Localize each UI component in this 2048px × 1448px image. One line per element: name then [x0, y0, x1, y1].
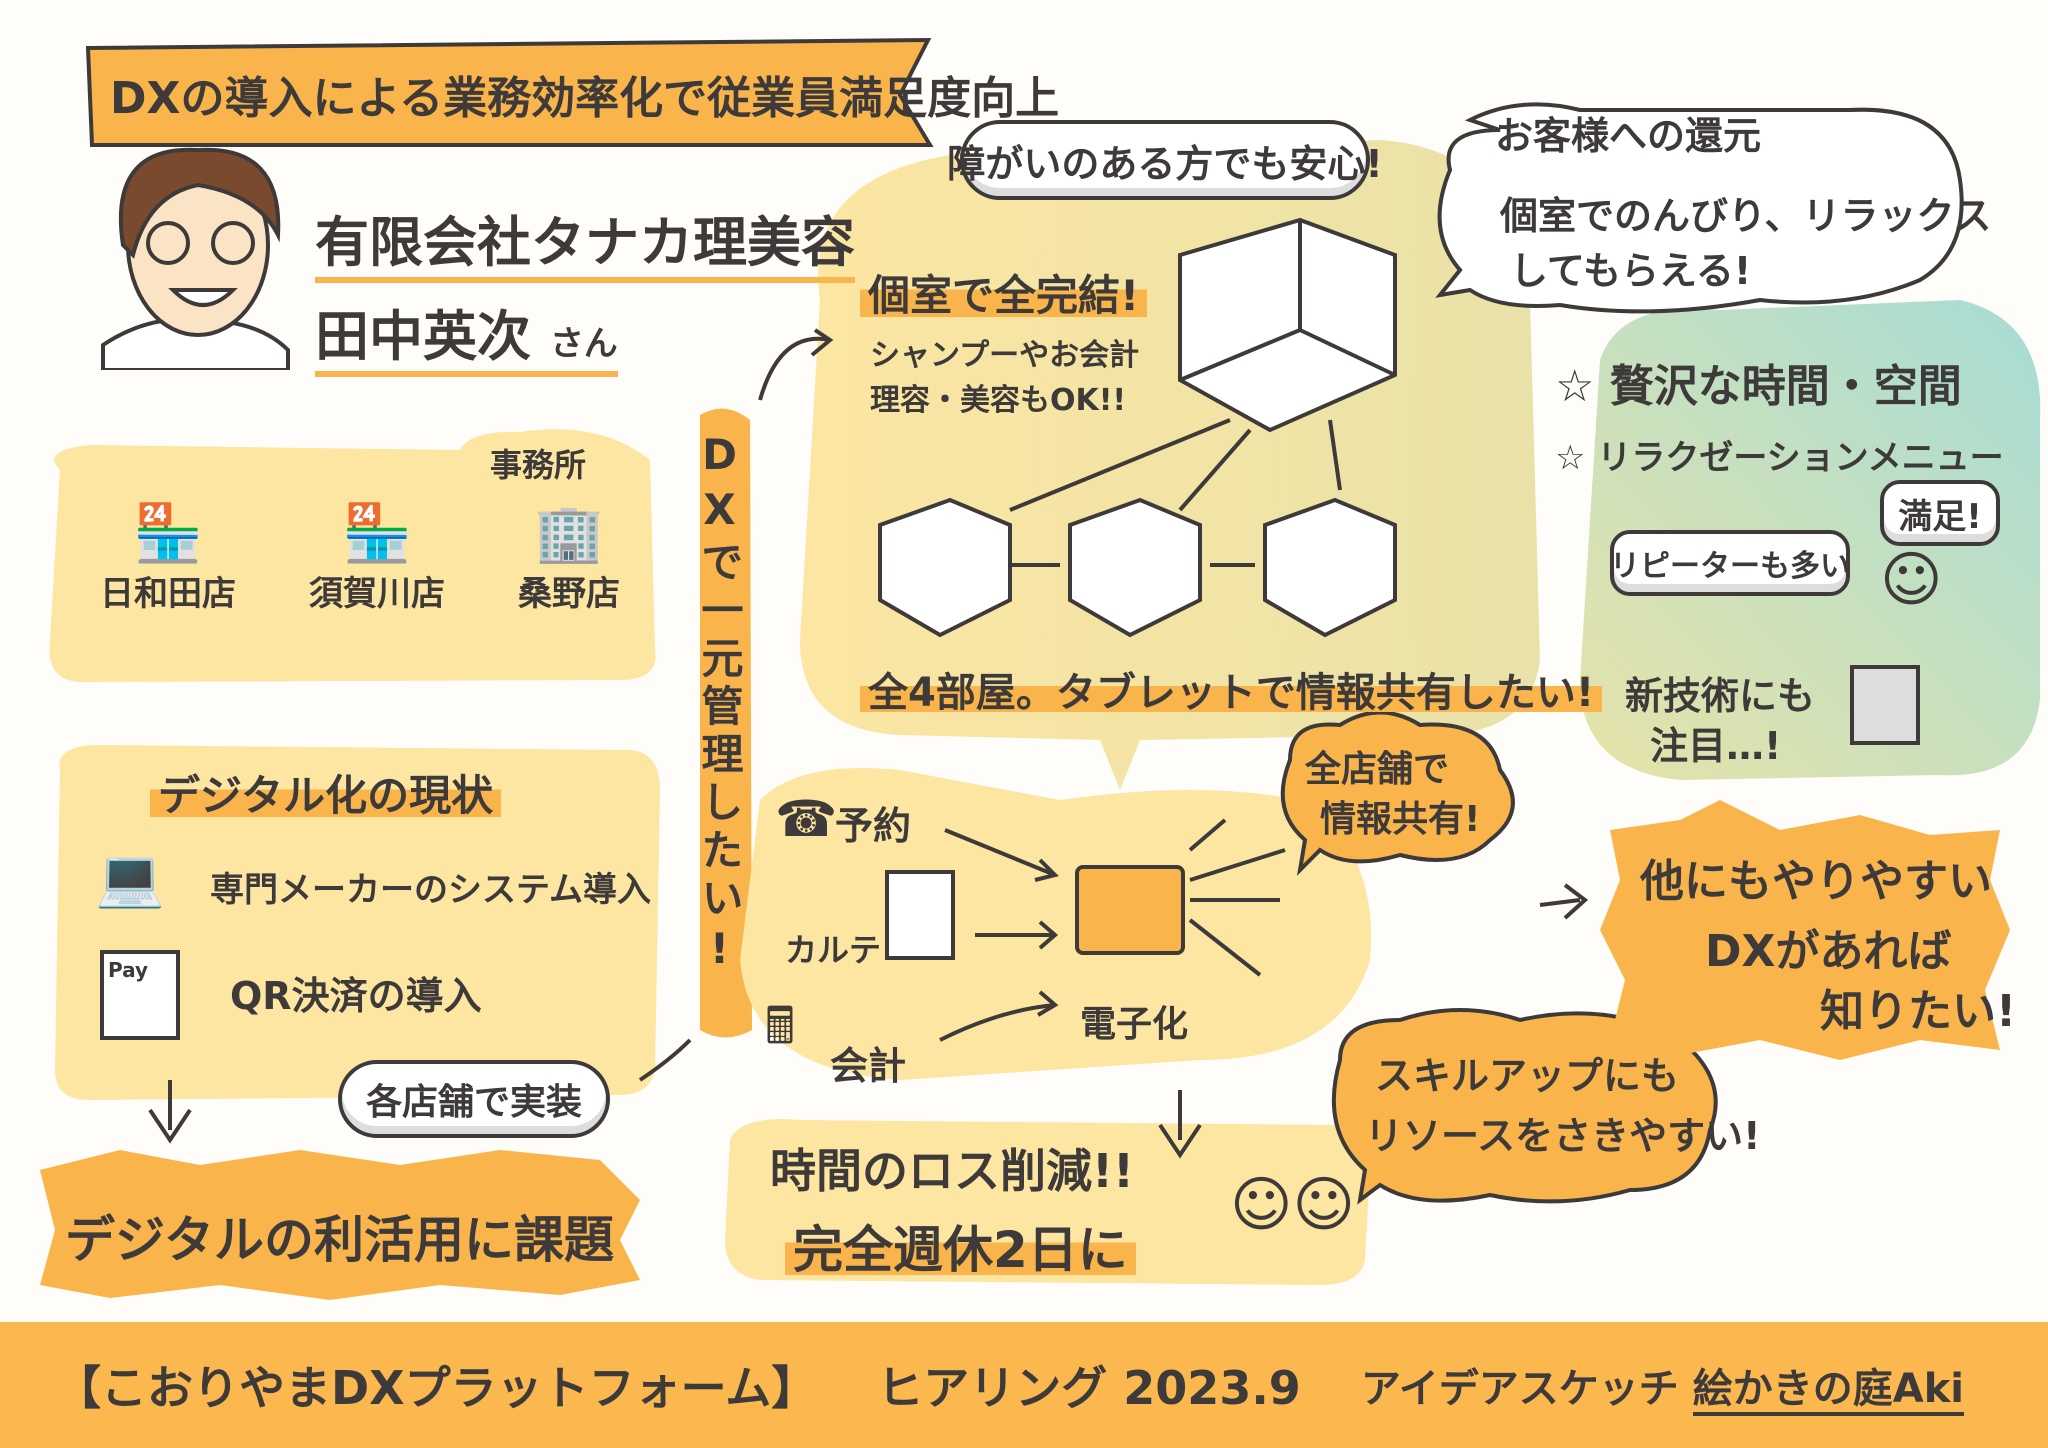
- digital-heading: デジタル化の現状: [150, 762, 502, 823]
- page-title: DXの導入による業務効率化で従業員満足度向上: [110, 73, 1060, 124]
- footer-sketch: アイデアスケッチ 絵かきの庭Aki: [1360, 1356, 1965, 1416]
- bubble-repeaters: リピーターも多い: [1610, 530, 1850, 596]
- shop-icon: 🏪: [133, 501, 203, 566]
- rooms-footer: 全4部屋。タブレットで情報共有したい!: [860, 660, 1603, 718]
- footer-platform: 【こおりやまDXプラットフォーム】: [55, 1361, 818, 1415]
- staff-people-icon: ☺☺: [1230, 1170, 1356, 1240]
- bubble-implemented: 各店舗で実装: [338, 1060, 610, 1138]
- rooms-heading: 個室で全完結!: [860, 262, 1148, 323]
- skill-text: スキルアップにも: [1375, 1054, 1680, 1098]
- room-cubes: [878, 217, 1397, 638]
- dx-vertical-label: DXで一元管理したい!: [695, 430, 744, 979]
- store-item: 🏪 日和田店: [100, 500, 236, 615]
- footer-author: 絵かきの庭Aki: [1692, 1366, 1965, 1416]
- customer-text: 個室でのんびり、リラックス: [1500, 194, 1992, 238]
- digitize-item: 会計: [830, 1044, 907, 1088]
- person-name-row: 田中英次 さん: [315, 292, 618, 377]
- pay-label: Pay: [108, 958, 149, 982]
- person-name: 田中英次: [315, 305, 531, 368]
- issue-banner: デジタルの利活用に課題: [65, 1211, 614, 1269]
- star-item: ☆ 贅沢な時間・空間: [1555, 350, 1962, 414]
- star-icon: ☆: [1555, 438, 1586, 478]
- laptop-icon: [1075, 865, 1185, 955]
- tablet-screen-icon: [1850, 665, 1920, 745]
- share-text: 全店舗で: [1305, 749, 1450, 790]
- benefit-time: 時間のロス削減!!: [770, 1144, 1134, 1198]
- star-item: ☆ リラクゼーションメニュー: [1555, 430, 2004, 479]
- store-label: 日和田店: [100, 574, 236, 614]
- store-list: 🏪 日和田店 🏪 須賀川店 🏢 桑野店: [100, 500, 620, 615]
- document-icon: [885, 870, 955, 960]
- benefit-holiday: 完全週休2日に: [785, 1210, 1136, 1282]
- star-item-label: 贅沢な時間・空間: [1609, 361, 1962, 412]
- store-item: 🏢 桑野店: [518, 500, 620, 615]
- digitize-item: カルテ: [785, 931, 882, 969]
- digitize-item: 予約: [835, 804, 912, 848]
- honorific: さん: [549, 324, 618, 364]
- office-label: 事務所: [490, 446, 587, 484]
- star-icon: ☆: [1555, 361, 1595, 412]
- digital-item: 専門メーカーのシステム導入: [210, 870, 651, 910]
- digital-item: QR決済の導入: [230, 974, 482, 1018]
- share-text: 情報共有!: [1320, 799, 1481, 840]
- digitize-result: 電子化: [1080, 1004, 1189, 1045]
- qr-pay-icon: Pay: [100, 950, 180, 1040]
- rooms-desc: 理容・美容もOK!!: [870, 383, 1127, 418]
- star-item-label: リラクゼーションメニュー: [1597, 438, 2004, 478]
- footer: 【こおりやまDXプラットフォーム】 ヒアリング 2023.9 アイデアスケッチ …: [0, 1322, 2048, 1448]
- customer-heading: お客様への還元: [1495, 114, 1762, 158]
- phone-icon: ☎: [775, 790, 838, 848]
- request-text: 他にもやりやすい: [1640, 856, 1992, 907]
- portrait-illustration: [101, 147, 290, 370]
- skill-text: リソースをさきやすい!: [1365, 1114, 1761, 1158]
- rooms-desc: シャンプーやお会計: [870, 338, 1140, 373]
- office-icon: 🏢: [534, 501, 604, 566]
- newtech-text: 注目…!: [1650, 724, 1782, 768]
- happy-person-icon: ☺: [1880, 545, 1943, 615]
- request-text: 知りたい!: [1820, 986, 2017, 1037]
- laptop-icon: 💻: [95, 846, 165, 911]
- bubble-satisfied: 満足!: [1880, 480, 2000, 546]
- footer-hearing: ヒアリング 2023.9: [877, 1361, 1301, 1415]
- footer-sketch-label: アイデアスケッチ: [1360, 1366, 1679, 1412]
- newtech-text: 新技術にも: [1625, 674, 1816, 718]
- company-name: 有限会社タナカ理美容: [315, 198, 855, 283]
- store-label: 桑野店: [518, 574, 620, 614]
- request-text: DXがあれば: [1705, 926, 1952, 977]
- register-icon: 🖩: [765, 997, 795, 1055]
- bubble-accessibility: 障がいのある方でも安心!: [947, 120, 1383, 200]
- store-label: 須賀川店: [309, 574, 445, 614]
- shop-icon: 🏪: [342, 501, 412, 566]
- store-item: 🏪 須賀川店: [309, 500, 445, 615]
- customer-text: してもらえる!: [1510, 249, 1752, 293]
